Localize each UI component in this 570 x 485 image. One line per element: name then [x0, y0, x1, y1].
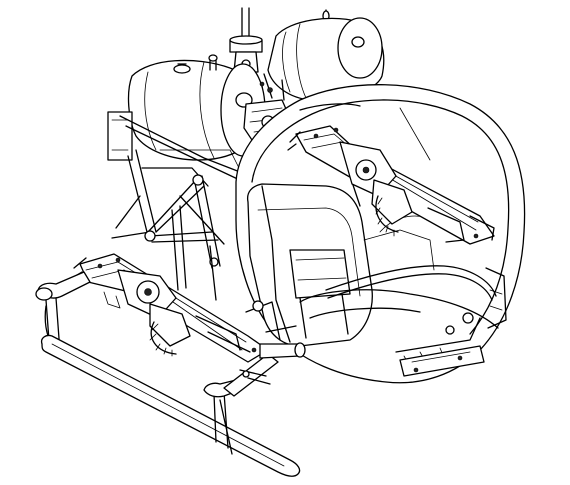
- cabin-bubble: [235, 84, 526, 384]
- right-skid: [219, 300, 306, 455]
- right-gun-pod: [287, 125, 495, 245]
- tail-boom-frame: [107, 111, 245, 301]
- left-skid: [35, 271, 301, 477]
- left-fuel-tank: [127, 54, 266, 161]
- right-fuel-tank: [267, 17, 385, 101]
- left-gun-pod: [71, 253, 269, 363]
